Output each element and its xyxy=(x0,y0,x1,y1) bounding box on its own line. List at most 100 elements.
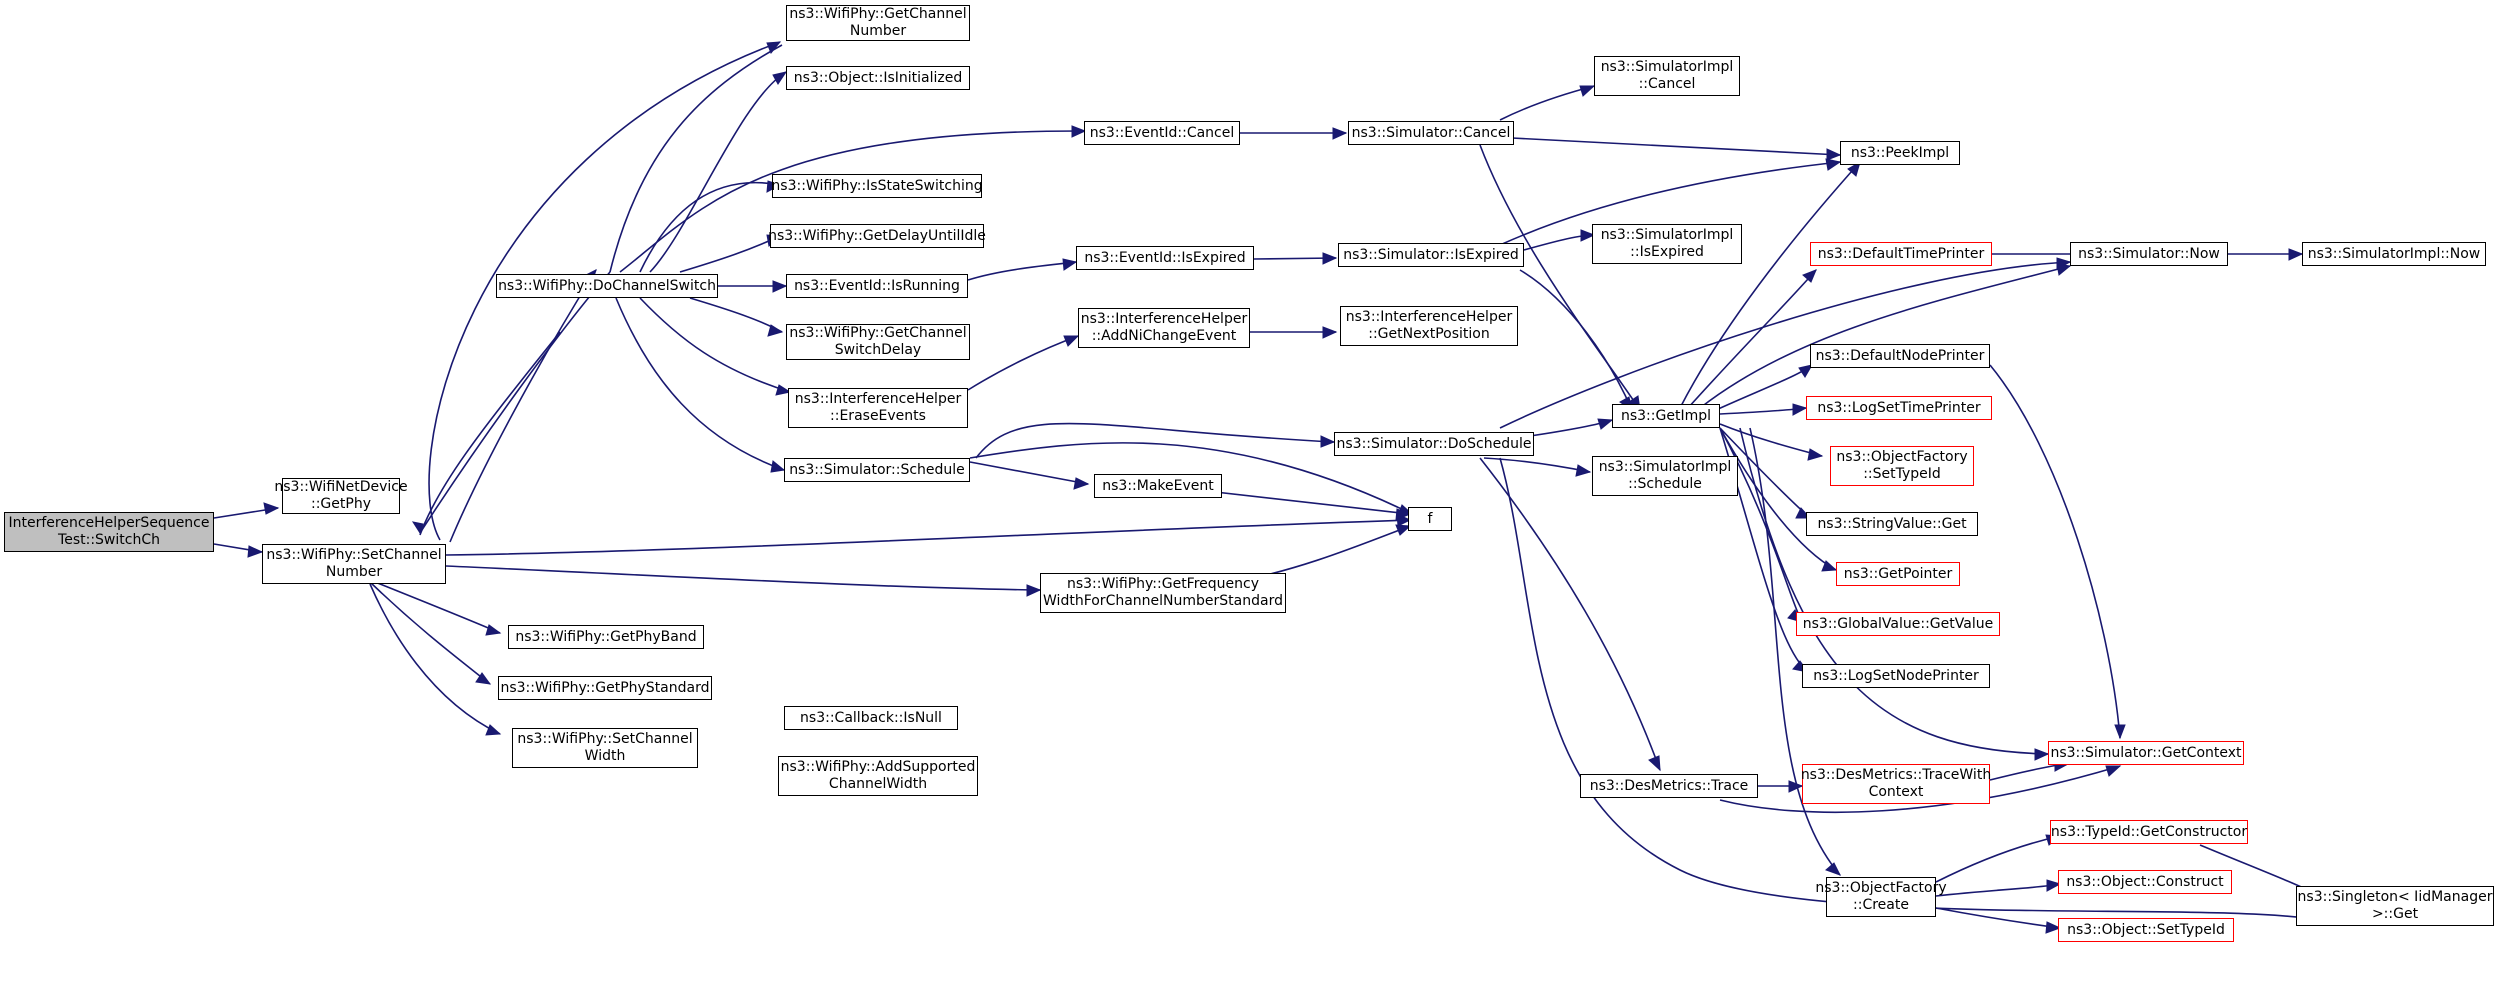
node-label-line: ::Schedule xyxy=(1628,476,1702,492)
node-deftp[interactable]: ns3::DefaultTimePrinter xyxy=(1810,242,1992,266)
node-label-line: WidthForChannelNumberStandard xyxy=(1043,593,1283,609)
node-label-line: ns3::StringValue::Get xyxy=(1817,515,1967,532)
arrowhead xyxy=(1847,160,1861,177)
node-logsnp[interactable]: ns3::LogSetNodePrinter xyxy=(1802,664,1990,688)
node-getnextpos[interactable]: ns3::InterferenceHelper::GetNextPosition xyxy=(1340,306,1518,346)
edge xyxy=(428,41,781,541)
arrowhead xyxy=(1788,780,1804,793)
node-logstp[interactable]: ns3::LogSetTimePrinter xyxy=(1806,396,1992,420)
arrowhead xyxy=(485,624,502,636)
node-isstatesw[interactable]: ns3::WifiPhy::IsStateSwitching xyxy=(771,174,983,198)
node-getband[interactable]: ns3::WifiPhy::GetPhyBand xyxy=(508,625,704,649)
edge xyxy=(1935,835,2061,883)
node-label-line: ns3::WifiPhy::SetChannel xyxy=(266,547,442,563)
node-label-line: Number xyxy=(325,564,383,580)
arrowhead xyxy=(1648,755,1661,772)
edge xyxy=(1499,261,2071,429)
node-label-line: ns3::Simulator::GetContext xyxy=(2050,744,2242,761)
edge xyxy=(975,422,1335,459)
node-dochsw[interactable]: ns3::WifiPhy::DoChannelSwitch xyxy=(496,274,718,298)
node-simcancel[interactable]: ns3::Simulator::Cancel xyxy=(1348,121,1514,145)
node-getptr[interactable]: ns3::GetPointer xyxy=(1836,562,1960,586)
node-implisexp[interactable]: ns3::SimulatorImpl::IsExpired xyxy=(1592,224,1742,264)
node-simgetctx[interactable]: ns3::Simulator::GetContext xyxy=(2048,741,2244,765)
node-getstd[interactable]: ns3::WifiPhy::GetPhyStandard xyxy=(498,676,712,700)
node-label-line: ns3::InterferenceHelper xyxy=(1345,309,1513,325)
node-label-line: ns3::TypeId::GetConstructor xyxy=(2050,823,2248,840)
node-defnp[interactable]: ns3::DefaultNodePrinter xyxy=(1810,344,1990,368)
edge xyxy=(419,331,561,536)
node-objsettid[interactable]: ns3::Object::SetTypeId xyxy=(2058,918,2234,942)
arrowhead xyxy=(1026,584,1042,597)
node-label-line: ::GetNextPosition xyxy=(1368,326,1490,342)
node-desmetrics[interactable]: ns3::DesMetrics::Trace xyxy=(1580,774,1758,798)
node-label-line: ns3::WifiNetDevice xyxy=(274,479,408,495)
edge xyxy=(967,335,1079,391)
node-addni[interactable]: ns3::InterferenceHelper::AddNiChangeEven… xyxy=(1078,308,1250,348)
node-makeevent[interactable]: ns3::MakeEvent xyxy=(1094,474,1222,498)
node-implsched[interactable]: ns3::SimulatorImpl::Schedule xyxy=(1592,456,1738,496)
arrowhead xyxy=(2046,879,2062,892)
node-f[interactable]: f xyxy=(1408,507,1452,531)
node-ofsettid[interactable]: ns3::ObjectFactory::SetTypeId xyxy=(1830,446,1974,486)
edge xyxy=(1989,364,2121,739)
node-strget[interactable]: ns3::StringValue::Get xyxy=(1806,512,1978,536)
arrowhead xyxy=(1597,418,1614,430)
node-label-line: ns3::WifiPhy::GetDelayUntilIdle xyxy=(768,227,986,244)
node-implcancel[interactable]: ns3::SimulatorImpl::Cancel xyxy=(1594,56,1740,96)
node-label-line: ns3::WifiPhy::GetChannel xyxy=(789,6,967,22)
node-label-line: ns3::WifiPhy::GetPhyStandard xyxy=(500,679,710,696)
node-evisexp[interactable]: ns3::EventId::IsExpired xyxy=(1076,246,1254,270)
arrowhead xyxy=(1826,148,1842,161)
edge xyxy=(619,130,1086,273)
node-getimpl[interactable]: ns3::GetImpl xyxy=(1612,404,1720,428)
node-simsched[interactable]: ns3::Simulator::Schedule xyxy=(784,458,970,482)
arrowhead xyxy=(1802,269,1817,283)
node-label-line: ns3::WifiPhy::GetPhyBand xyxy=(515,628,697,645)
node-tidgetc[interactable]: ns3::TypeId::GetConstructor xyxy=(2050,820,2248,844)
edge xyxy=(1699,265,2071,409)
node-evcancel[interactable]: ns3::EventId::Cancel xyxy=(1084,121,1240,145)
arrowhead xyxy=(2105,765,2122,777)
arrowhead xyxy=(2045,921,2062,934)
arrowhead xyxy=(1320,435,1336,448)
node-singleton[interactable]: ns3::Singleton< IidManager >::Get xyxy=(2296,886,2494,926)
node-getphy[interactable]: ns3::WifiNetDevice::GetPhy xyxy=(274,478,408,514)
edge xyxy=(1253,257,1337,260)
edge xyxy=(1679,161,1861,409)
arrowhead xyxy=(770,460,786,473)
node-getdelay[interactable]: ns3::WifiPhy::GetDelayUntilIdle xyxy=(768,224,986,248)
node-cbisnull[interactable]: ns3::Callback::IsNull xyxy=(784,706,958,730)
node-label-line: ns3::Simulator::DoSchedule xyxy=(1336,435,1532,452)
edge xyxy=(445,519,1411,556)
node-implnow[interactable]: ns3::SimulatorImpl::Now xyxy=(2302,242,2486,266)
node-erase[interactable]: ns3::InterferenceHelper::EraseEvents xyxy=(788,388,968,428)
arrowhead xyxy=(411,521,424,535)
edge xyxy=(445,565,1041,591)
node-ofcreate[interactable]: ns3::ObjectFactory::Create xyxy=(1815,877,1947,917)
node-simisexp[interactable]: ns3::Simulator::IsExpired xyxy=(1338,243,1524,267)
node-label-line: ns3::Singleton< IidManager xyxy=(2297,889,2493,905)
node-objconst[interactable]: ns3::Object::Construct xyxy=(2058,870,2232,894)
node-label-line: ns3::DefaultTimePrinter xyxy=(1817,245,1985,262)
node-simnow[interactable]: ns3::Simulator::Now xyxy=(2070,242,2228,266)
arrowhead xyxy=(772,280,788,293)
node-label-line: ns3::Simulator::IsExpired xyxy=(1343,246,1519,263)
node-isrunning[interactable]: ns3::EventId::IsRunning xyxy=(786,274,968,298)
node-label-line: ::GetPhy xyxy=(311,496,371,512)
node-label-line: ns3::SimulatorImpl xyxy=(1600,59,1734,75)
arrowhead xyxy=(1063,335,1080,347)
node-isinit[interactable]: ns3::Object::IsInitialized xyxy=(786,66,970,90)
node-label-line: ns3::Object::IsInitialized xyxy=(793,69,963,86)
node-peekimpl[interactable]: ns3::PeekImpl xyxy=(1840,141,1960,165)
node-dosched[interactable]: ns3::Simulator::DoSchedule xyxy=(1334,432,1534,456)
node-gvget[interactable]: ns3::GlobalValue::GetValue xyxy=(1796,612,2000,636)
